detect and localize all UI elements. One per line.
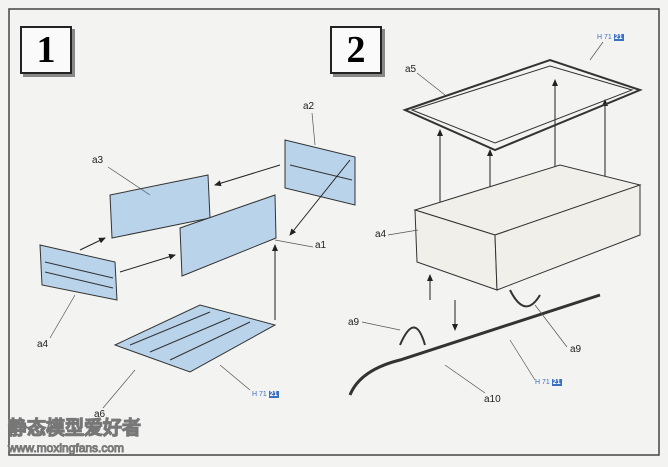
label-a4-step2: a4: [375, 229, 387, 240]
paint-ref: H 71 21: [597, 34, 624, 41]
part-a4-side: [39, 244, 118, 301]
step-number-2: 2: [330, 26, 382, 74]
watermark-url: www.moxingfans.com: [7, 441, 125, 455]
label-a10: a10: [484, 394, 501, 405]
watermark-title: 静态模型爱好者: [7, 418, 142, 439]
sheet-border: [8, 8, 660, 456]
step-number-1: 1: [20, 26, 72, 74]
label-a5: a5: [405, 64, 417, 75]
paint-ref: H 71 21: [252, 391, 279, 398]
part-a1: [179, 194, 277, 277]
label-a9-left: a9: [348, 317, 360, 328]
part-a9-right: [509, 289, 541, 308]
label-a2: a2: [303, 101, 315, 112]
label-a1: a1: [315, 240, 327, 251]
part-a4-box: [413, 164, 642, 291]
label-a3: a3: [92, 155, 104, 166]
part-a10-towbar: [348, 293, 601, 396]
part-a6-floor: [113, 304, 277, 373]
label-a9-right: a9: [570, 344, 582, 355]
label-a6: a6: [94, 409, 106, 420]
label-a4: a4: [37, 339, 49, 350]
part-a5-frame: [402, 58, 643, 152]
part-a9-left: [399, 326, 426, 346]
paint-ref: H 71 21: [535, 379, 562, 386]
